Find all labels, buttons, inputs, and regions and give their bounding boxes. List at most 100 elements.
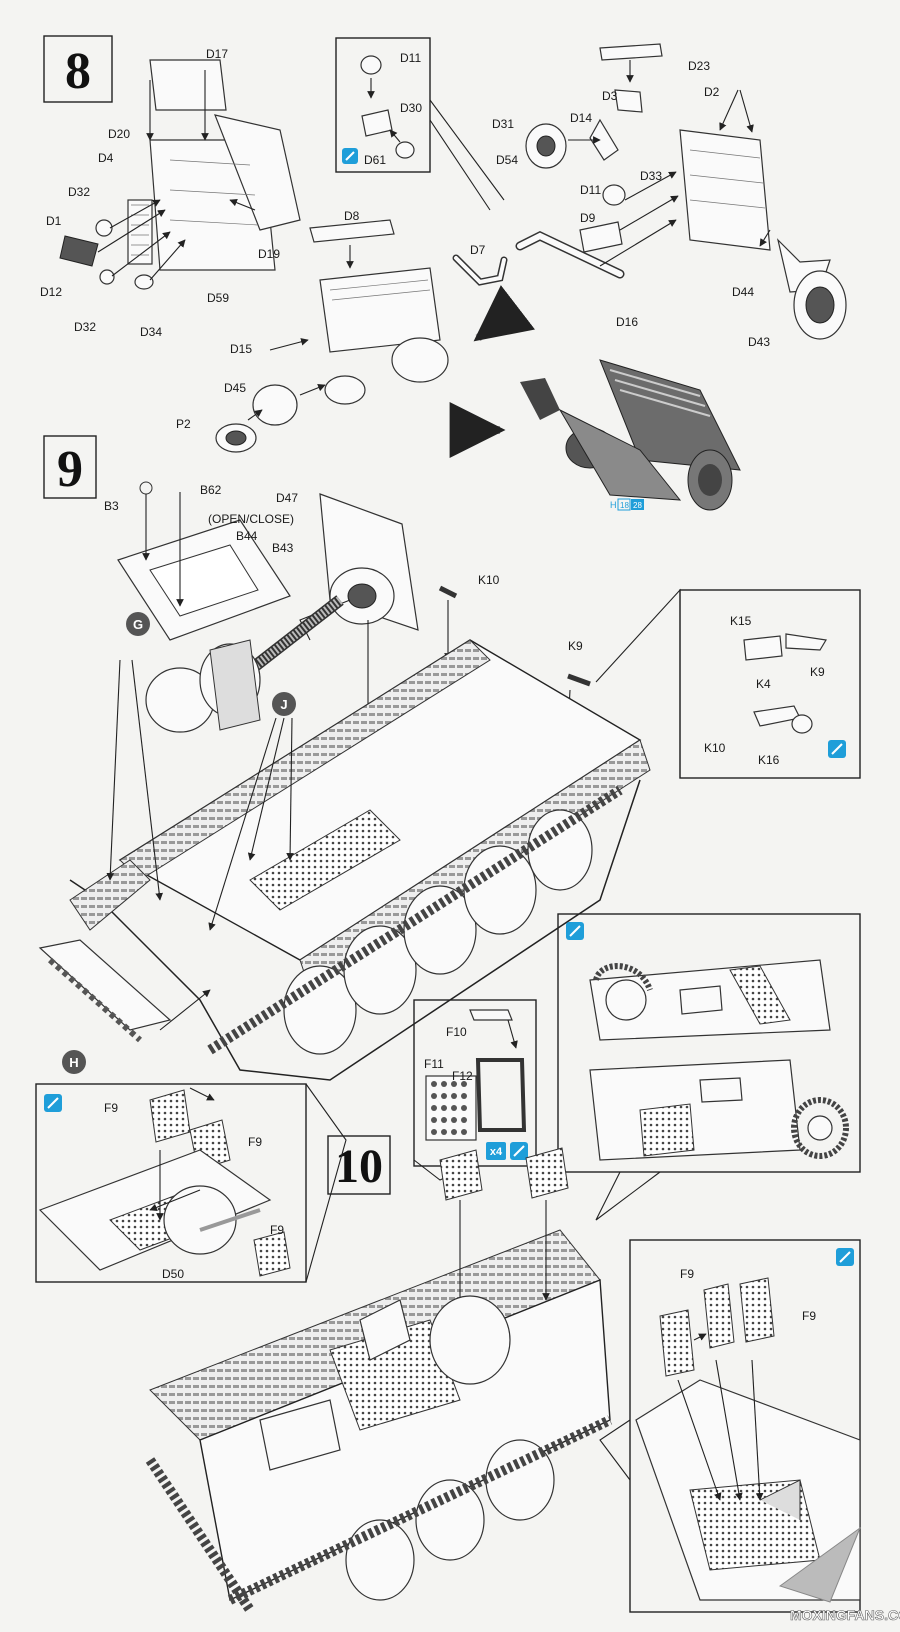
step-8-box	[43, 35, 113, 103]
front-plate-h	[38, 939, 211, 1043]
label-d23: D23	[688, 59, 710, 73]
quantity-label: x4	[490, 1146, 503, 1158]
label-d7: D7	[470, 243, 486, 257]
label-d11-callout: D11	[400, 51, 421, 65]
subassembly-badge-h-label: H	[69, 1055, 78, 1070]
label-b43: B43	[272, 541, 294, 555]
finished-engine-view	[520, 359, 741, 511]
label-d19: D19	[258, 247, 280, 261]
step-10-box	[327, 1135, 391, 1195]
flow-arrow-down	[473, 285, 536, 342]
step-9: 9 B3 B62 (OPEN/CLOSE) B44 B43 D47	[38, 435, 861, 1081]
label-d32-a: D32	[68, 185, 90, 199]
label-k4: K4	[756, 677, 771, 691]
label-d15: D15	[230, 342, 252, 356]
step-8: 8 D17 D20 D4 D32 D1 D12 D32 D34	[40, 35, 847, 511]
exhaust-pipe-parts	[452, 219, 677, 286]
paint-icon-brush	[345, 151, 355, 161]
label-d9: D9	[580, 211, 596, 225]
label-d2: D2	[704, 85, 720, 99]
label-d12: D12	[40, 285, 62, 299]
label-k15: K15	[730, 614, 752, 628]
subassembly-badge-j-label: J	[280, 697, 287, 712]
label-d61: D61	[364, 153, 386, 167]
label-d50: D50	[162, 1267, 184, 1281]
label-f9-b: F9	[248, 1135, 262, 1149]
subassembly-badge-g-label: G	[133, 617, 143, 632]
side-view-bottom	[589, 1059, 849, 1161]
callout-box-d11	[335, 37, 431, 173]
label-open-close: (OPEN/CLOSE)	[208, 512, 294, 526]
hatch-plate	[117, 481, 291, 641]
label-k10: K10	[478, 573, 500, 587]
label-f10: F10	[446, 1025, 467, 1039]
label-k10-callout: K10	[704, 741, 726, 755]
callout-d11-parts	[360, 55, 415, 159]
label-d33: D33	[640, 169, 662, 183]
label-d17: D17	[206, 47, 228, 61]
label-d14: D14	[570, 111, 592, 125]
step-9-box	[43, 435, 97, 499]
label-d45: D45	[224, 381, 246, 395]
drive-shaft-transmission	[145, 595, 344, 733]
label-f12: F12	[452, 1069, 473, 1083]
callout-box-ammo-install	[629, 1239, 861, 1613]
watermark-text: MOXINGFANS.COM	[790, 1607, 900, 1623]
step-9-number: 9	[57, 441, 83, 498]
label-d11: D11	[580, 183, 601, 197]
label-d44: D44	[732, 285, 754, 299]
label-d32-b: D32	[74, 320, 96, 334]
label-d30: D30	[400, 101, 422, 115]
step-8-number: 8	[65, 43, 91, 100]
label-d4: D4	[98, 151, 114, 165]
label-f9-a: F9	[104, 1101, 118, 1115]
label-k16: K16	[758, 753, 780, 767]
label-d43: D43	[748, 335, 770, 349]
hull-step10	[145, 1147, 613, 1613]
label-b44: B44	[236, 529, 258, 543]
label-d8: D8	[344, 209, 360, 223]
callout-k-parts	[743, 633, 827, 734]
ammo-install-parts	[635, 1277, 861, 1601]
label-k9: K9	[568, 639, 583, 653]
step8-engine-center	[215, 219, 449, 453]
label-d47: D47	[276, 491, 298, 505]
label-d1: D1	[46, 214, 62, 228]
part-k9	[567, 673, 591, 687]
color-ref-prefix: H	[610, 500, 617, 510]
interior-parts	[38, 1087, 291, 1277]
label-f9-d: F9	[680, 1267, 694, 1281]
color-reference: H 18 28	[610, 498, 644, 511]
side-view-top	[589, 959, 831, 1041]
watermark: MOXINGFANS.COM	[778, 1526, 900, 1623]
quantity-badge	[486, 1142, 506, 1160]
callout-box-side-views	[557, 913, 861, 1173]
callout-box-k-parts	[679, 589, 861, 779]
subassembly-badge-g	[126, 612, 150, 636]
label-k9-callout: K9	[810, 665, 825, 679]
subassembly-badge-j	[272, 692, 296, 716]
label-b3: B3	[104, 499, 119, 513]
callout-box-interior	[35, 1083, 307, 1283]
step-10: 10 F10 F11 F12 x4	[35, 913, 900, 1623]
callout-d11-leader	[429, 99, 505, 201]
label-d31: D31	[492, 117, 514, 131]
ammo-rack-parts	[425, 1009, 527, 1141]
step8-engine-block-parts	[525, 43, 847, 340]
label-f9-c: F9	[270, 1223, 284, 1237]
label-f9-e: F9	[802, 1309, 816, 1323]
label-p2: P2	[176, 417, 191, 431]
label-d3: D3	[602, 89, 618, 103]
step-10-number: 10	[335, 1140, 383, 1193]
label-d34: D34	[140, 325, 162, 339]
tank-hull	[69, 639, 651, 1081]
step8-housing-assembly	[59, 59, 301, 290]
color-ref-b: 28	[633, 501, 642, 510]
color-ref-a: 18	[620, 501, 629, 510]
label-b62: B62	[200, 483, 222, 497]
subassembly-badge-h	[62, 1050, 86, 1074]
label-d16: D16	[616, 315, 638, 329]
label-d59: D59	[207, 291, 229, 305]
label-d20: D20	[108, 127, 130, 141]
